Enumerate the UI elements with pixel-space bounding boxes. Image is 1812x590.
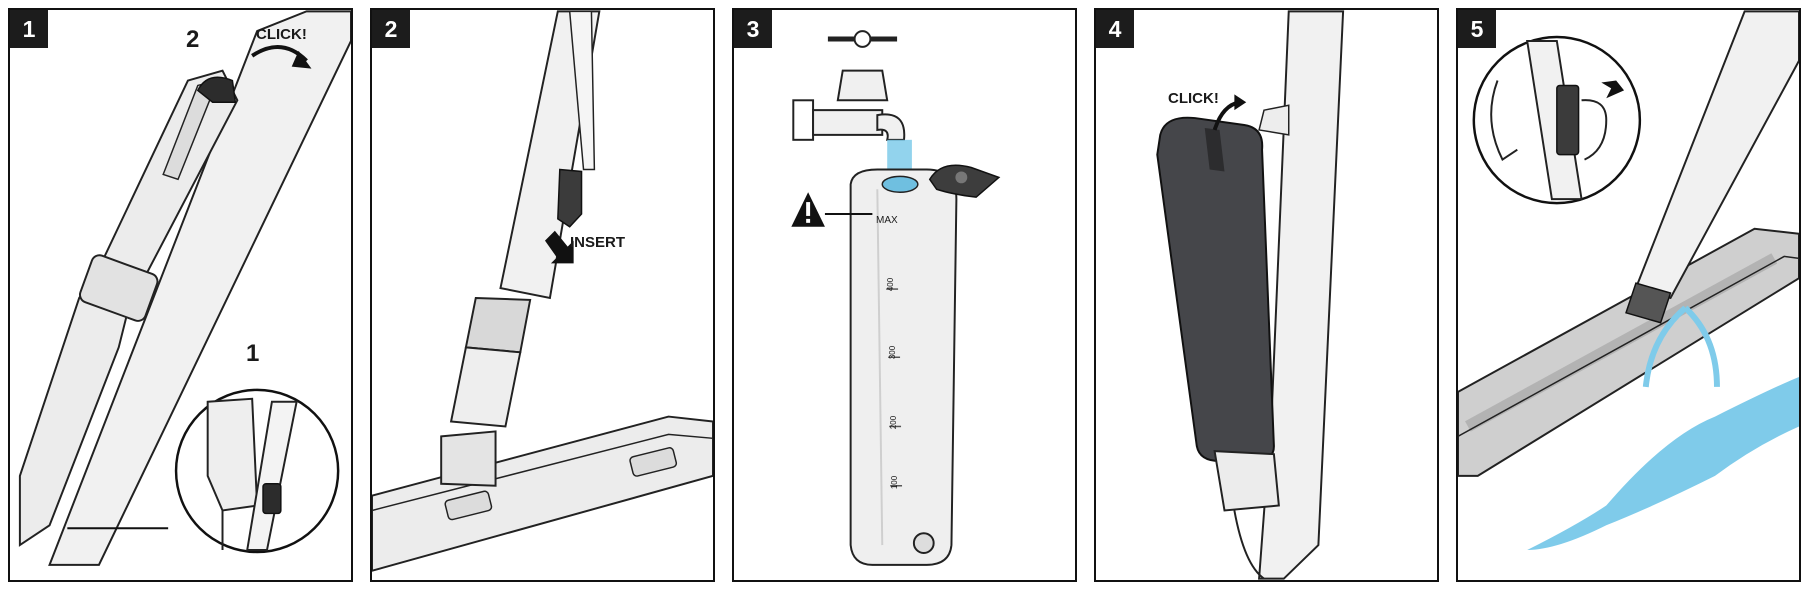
level-mark-300: 300 — [888, 345, 898, 360]
mop-insert-illustration — [372, 10, 713, 572]
mop-in-use-illustration — [1458, 10, 1799, 551]
step-number-badge: 3 — [734, 10, 772, 48]
step-number-badge: 5 — [1458, 10, 1496, 48]
tank-fill-illustration — [791, 30, 1001, 566]
level-mark-200: 200 — [889, 415, 899, 430]
max-mark: MAX — [876, 215, 898, 226]
step-callout-1: 1 — [246, 340, 260, 367]
click-callout: CLICK! — [1168, 90, 1219, 107]
step-4-panel: 4 CLICK! — [1094, 8, 1439, 582]
step-1-panel: 1 2 CLICK! 1 — [8, 8, 353, 582]
level-mark-100: 100 — [890, 475, 900, 490]
step-number-badge: 4 — [1096, 10, 1134, 48]
step-callout-2: 2 — [186, 26, 200, 53]
step-number-badge: 2 — [372, 10, 410, 48]
click-callout: CLICK! — [256, 26, 307, 43]
mop-handle-illustration — [18, 10, 351, 566]
step-2-panel: 2 INSERT — [370, 8, 715, 582]
step-3-panel: 3 MAX 400 300 200 100 — [732, 8, 1077, 582]
insert-callout: INSERT — [570, 234, 626, 251]
step-5-panel: 5 — [1456, 8, 1801, 582]
step-number-badge: 1 — [10, 10, 48, 48]
level-mark-400: 400 — [886, 277, 896, 292]
tank-attach-illustration — [1156, 10, 1345, 580]
